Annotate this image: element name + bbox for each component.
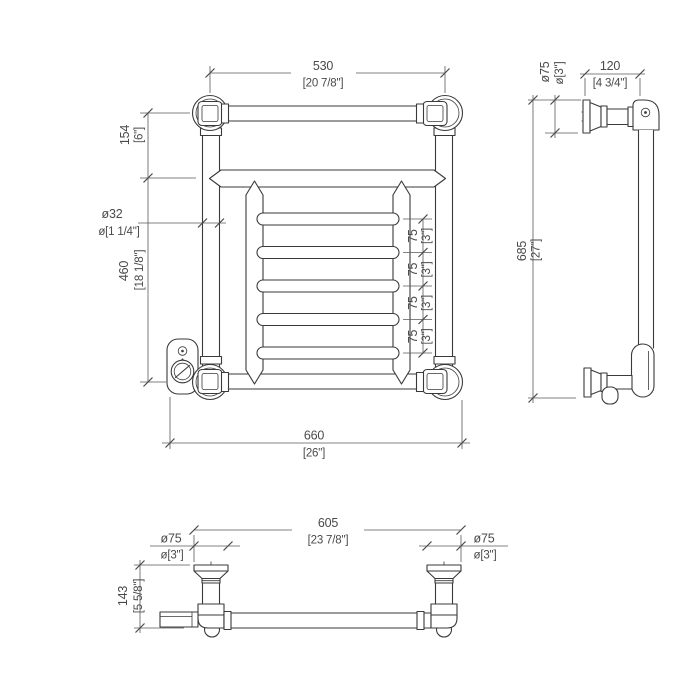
front-panel-inner-tubes <box>245 180 411 385</box>
front-top-bar <box>209 105 446 122</box>
dim-plan-flange-right: ø75 ø[3"] <box>419 532 508 562</box>
dim-rung1-imperial: [3"] <box>421 228 433 244</box>
side-valve <box>601 386 619 405</box>
side-top-bracket <box>581 99 660 134</box>
dim-plan-flange-right-metric: ø75 <box>474 532 495 546</box>
side-bottom-bracket <box>583 367 633 405</box>
dim-plan-flange-left-imperial: ø[3"] <box>161 550 184 562</box>
dim-side-height-imperial: [18 1/8"] <box>134 250 146 291</box>
dim-left-heights: 154 [6"] 460 [18 1/8"] <box>117 107 196 388</box>
dim-plan-width-metric: 605 <box>318 516 339 530</box>
dim-offset-metric: 154 <box>118 125 132 146</box>
bracket-bottom-right <box>415 363 464 401</box>
front-panel-top-bar <box>208 169 447 188</box>
plan-heating-element <box>159 611 199 628</box>
dim-side-height-imperial: [27"] <box>531 239 543 261</box>
plan-left-elbow <box>197 603 225 638</box>
dim-side-flange-imperial: ø[3"] <box>554 62 566 85</box>
dim-tube-imperial: ø[1 1/4"] <box>98 226 139 238</box>
dim-rung2-imperial: [3"] <box>421 261 433 277</box>
dim-rung4-metric: 75 <box>406 330 420 344</box>
bottom-view: 605 [23 7/8"] ø75 ø[3"] ø75 ø[3"] 143 [5… <box>116 516 508 638</box>
plan-tube <box>223 610 432 631</box>
dim-plan-width: 605 [23 7/8"] <box>188 516 467 562</box>
dim-side-height: 685 [27"] <box>515 94 576 404</box>
front-bottom-bar <box>209 373 446 390</box>
dim-side-depth-metric: 120 <box>600 59 621 73</box>
side-vertical-tube <box>637 129 655 349</box>
plan-right-elbow <box>430 603 458 638</box>
dim-rung4-imperial: [3"] <box>421 328 433 344</box>
plan-left-flange <box>193 561 229 605</box>
dim-top-width-metric: 530 <box>313 59 334 73</box>
dim-plan-width-imperial: [23 7/8"] <box>308 535 349 547</box>
dim-overall-imperial: [26"] <box>303 448 325 460</box>
bracket-top-right <box>415 94 464 132</box>
side-panel-edge <box>630 343 655 398</box>
dim-rung3-metric: 75 <box>406 296 420 310</box>
dim-side-flange-metric: ø75 <box>538 61 552 82</box>
plan-right-flange <box>426 561 462 605</box>
dim-plan-depth-metric: 143 <box>116 586 130 607</box>
dim-rung-pitch: 75 [3"] 75 [3"] 75 [3"] 75 [3"] <box>403 213 433 359</box>
dim-side-depth: 120 [4 3/4"] <box>579 59 646 96</box>
dim-side-height-metric: 685 <box>515 241 529 262</box>
dim-rung2-metric: 75 <box>406 263 420 277</box>
dim-side-height-metric: 460 <box>117 261 131 282</box>
dim-plan-flange-right-imperial: ø[3"] <box>474 550 497 562</box>
dim-overall-width: 660 [26"] <box>162 397 470 460</box>
dim-side-flange: ø75 ø[3"] <box>528 61 581 139</box>
dim-overall-metric: 660 <box>304 429 325 443</box>
dim-tube-diameter: ø32 ø[1 1/4"] <box>98 207 226 238</box>
dim-plan-flange-left: ø75 ø[3"] <box>150 532 240 562</box>
front-view: 530 [20 7/8"] 154 [6"] 460 [18 1/8"] ø32… <box>98 59 470 460</box>
side-view: ø75 ø[3"] 120 [4 3/4"] 685 [27"] <box>515 59 660 405</box>
dim-top-width: 530 [20 7/8"] <box>204 59 451 93</box>
bracket-top-left <box>191 94 230 132</box>
dim-plan-flange-left-metric: ø75 <box>161 532 182 546</box>
dim-top-width-imperial: [20 7/8"] <box>303 78 344 90</box>
thermostat-control <box>166 338 199 395</box>
bracket-bottom-left <box>191 363 230 401</box>
dim-plan-depth-imperial: [5 5/8"] <box>133 579 145 613</box>
dim-rung3-imperial: [3"] <box>421 295 433 311</box>
front-wall-brackets <box>191 94 464 401</box>
dim-side-depth-imperial: [4 3/4"] <box>593 78 627 90</box>
dim-tube-metric: ø32 <box>102 207 123 221</box>
dim-plan-depth: 143 [5 5/8"] <box>116 559 190 634</box>
dim-offset-imperial: [6"] <box>134 127 146 143</box>
front-panel-rungs <box>256 212 400 360</box>
dim-rung1-metric: 75 <box>406 229 420 243</box>
